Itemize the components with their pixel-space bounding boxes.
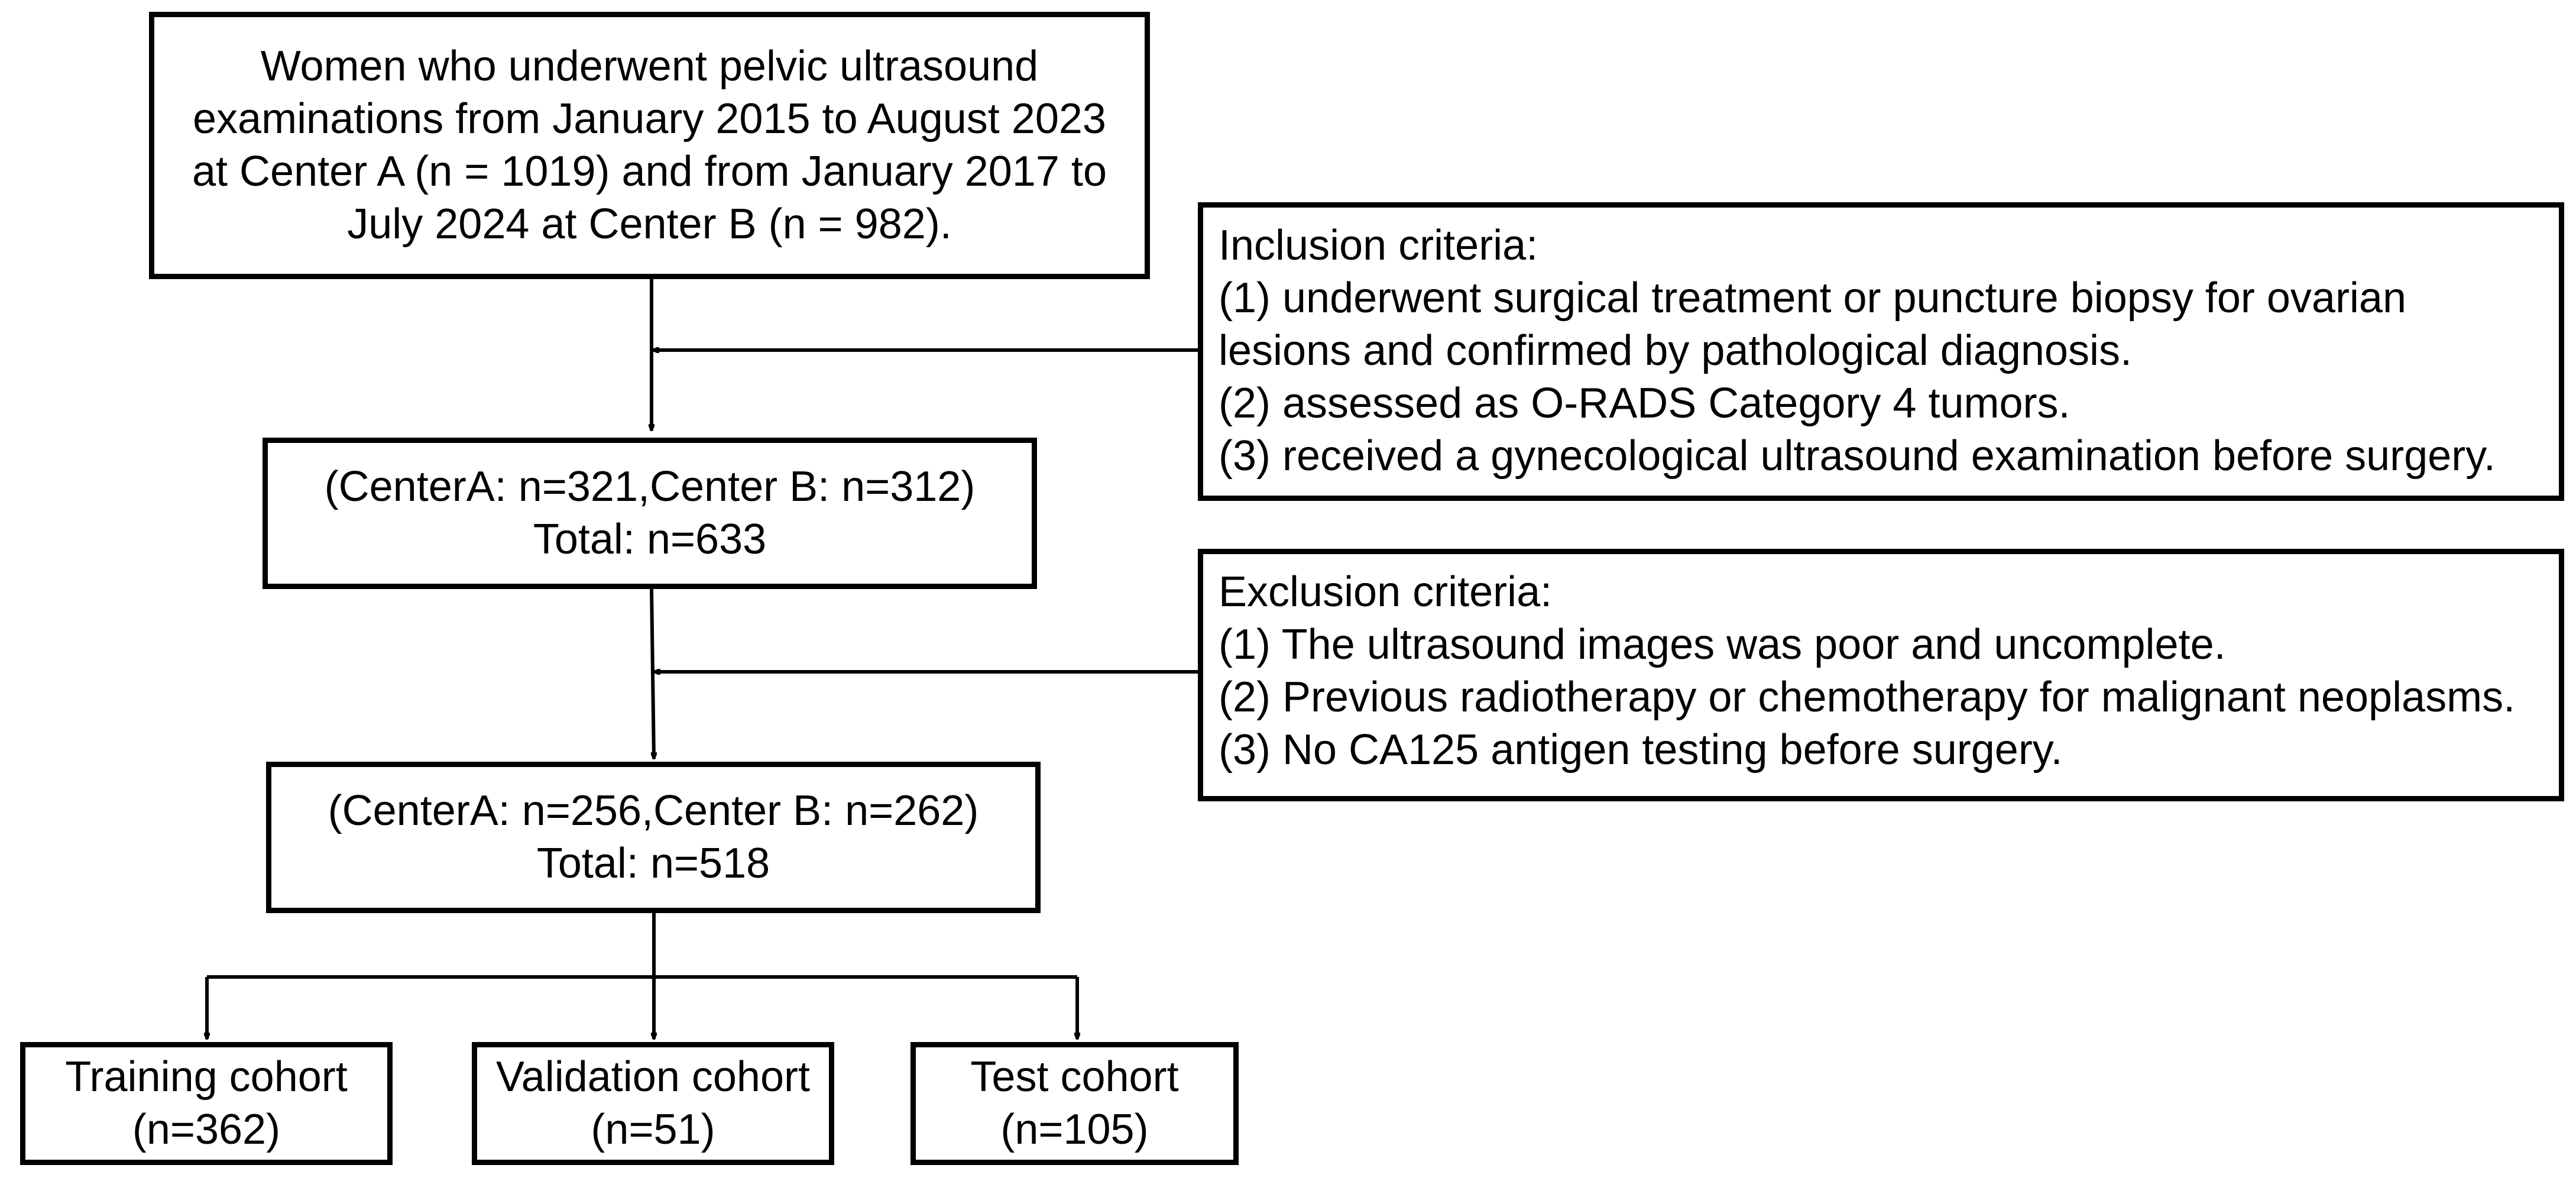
exclusion-criteria-box: Exclusion criteria: (1) The ultrasound i… (1198, 549, 2564, 801)
inclusion-criteria-box: Inclusion criteria: (1) underwent surgic… (1198, 202, 2564, 501)
source-line-1: Women who underwent pelvic ultrasound (260, 43, 1039, 90)
eligible-centers-text: (CenterA: n=256,Center B: n=262) (328, 787, 979, 834)
source-line-2: examinations from January 2015 to August… (193, 95, 1106, 143)
training-cohort-label: Training cohort (65, 1053, 348, 1101)
inclusion-item-3: (2) assessed as O-RADS Category 4 tumors… (1219, 380, 2070, 427)
exclusion-title: Exclusion criteria: (1219, 568, 1553, 616)
source-line-3: at Center A (n = 1019) and from January … (192, 148, 1107, 195)
eligible-total-text: Total: n=518 (536, 840, 770, 887)
test-cohort-label: Test cohort (970, 1053, 1179, 1101)
training-cohort-box: Training cohort (n=362) (20, 1042, 393, 1165)
included-centers-text: (CenterA: n=321,Center B: n=312) (324, 463, 976, 510)
source-population-box: Women who underwent pelvic ultrasound ex… (149, 12, 1150, 279)
eligible-count-box: (CenterA: n=256,Center B: n=262) Total: … (266, 762, 1041, 913)
exclusion-item-3: (3) No CA125 antigen testing before surg… (1219, 726, 2063, 774)
test-cohort-count: (n=105) (1000, 1106, 1149, 1153)
inclusion-title: Inclusion criteria: (1219, 222, 1538, 269)
training-cohort-count: (n=362) (132, 1106, 281, 1153)
validation-cohort-count: (n=51) (591, 1106, 715, 1153)
test-cohort-box: Test cohort (n=105) (910, 1042, 1239, 1165)
source-line-4: July 2024 at Center B (n = 982). (347, 200, 952, 248)
exclusion-item-2: (2) Previous radiotherapy or chemotherap… (1219, 674, 2516, 721)
inclusion-item-2: lesions and confirmed by pathological di… (1219, 327, 2132, 374)
validation-cohort-box: Validation cohort (n=51) (472, 1042, 834, 1165)
inclusion-item-1: (1) underwent surgical treatment or punc… (1219, 274, 2407, 322)
validation-cohort-label: Validation cohort (496, 1053, 810, 1101)
inclusion-item-4: (3) received a gynecological ultrasound … (1219, 432, 2496, 480)
included-total-text: Total: n=633 (533, 516, 767, 563)
included-count-box: (CenterA: n=321,Center B: n=312) Total: … (263, 438, 1037, 589)
arrow-included-to-eligible (650, 588, 654, 759)
exclusion-item-1: (1) The ultrasound images was poor and u… (1219, 621, 2226, 668)
